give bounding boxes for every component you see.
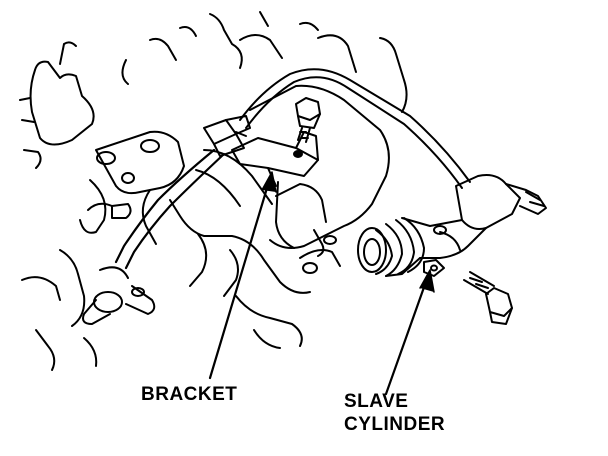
bracket-leader — [208, 171, 277, 380]
bracket-label: BRACKET — [141, 384, 238, 405]
hydraulic-pipe — [235, 68, 471, 189]
clutch-hose — [114, 148, 226, 270]
slave-cylinder-bolt — [463, 271, 513, 325]
slave-cylinder-leader — [384, 269, 435, 396]
transmission-housing — [195, 84, 390, 274]
engine-mount — [87, 130, 185, 219]
lower-left-bolts — [82, 285, 156, 325]
slave-cylinder-label-line2: CYLINDER — [344, 414, 446, 435]
engine-block-outline — [19, 11, 408, 371]
slave-cylinder — [357, 174, 547, 277]
slave-cylinder-label-line1: SLAVE — [344, 391, 409, 412]
bracket-bolt — [295, 97, 321, 143]
